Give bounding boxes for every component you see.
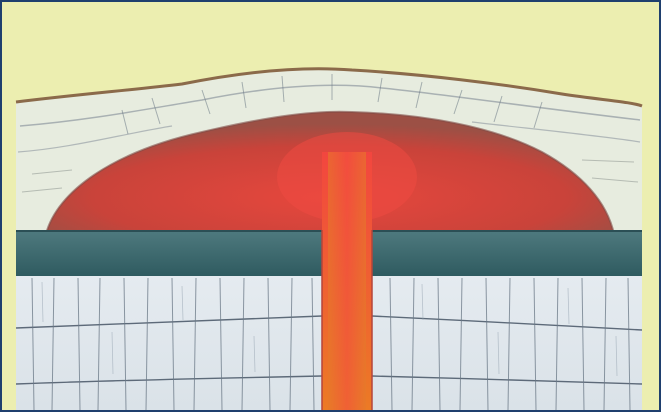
magma-feeder-stem: [322, 152, 372, 410]
